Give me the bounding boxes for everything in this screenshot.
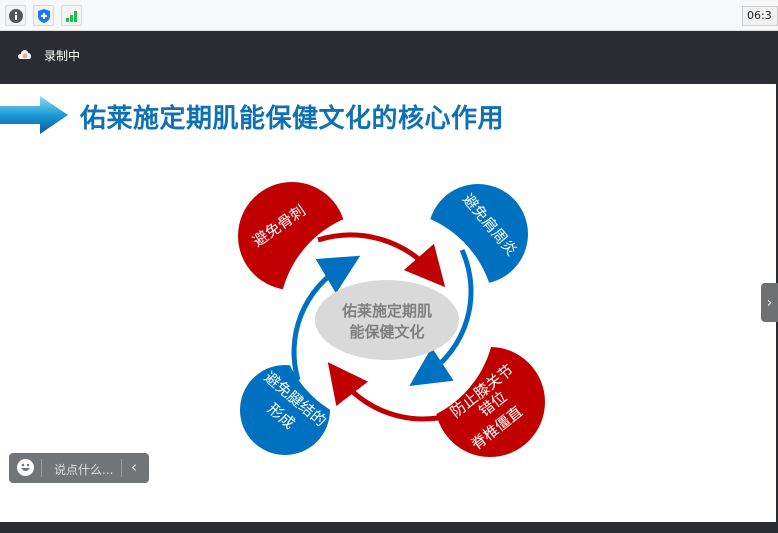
cloud-icon <box>18 50 32 59</box>
chevron-left-icon[interactable]: ‹ <box>131 458 137 476</box>
chat-input[interactable]: 说点什么... <box>54 463 114 477</box>
recording-bar: 录制中 <box>0 31 778 84</box>
info-icon[interactable] <box>5 5 26 26</box>
side-panel-toggle[interactable]: › <box>761 283 778 322</box>
center-text-line2: 能保健文化 <box>349 323 424 341</box>
slide-title: 佑莱施定期肌能保健文化的核心作用 <box>80 104 505 134</box>
signal-icon[interactable] <box>61 5 82 26</box>
arrow-red-bottom <box>327 362 472 422</box>
chevron-right-icon: › <box>766 294 773 311</box>
divider <box>41 459 42 477</box>
arrow-blue-left <box>291 255 361 381</box>
arrow-icon <box>0 96 68 134</box>
center-text-line1: 佑莱施定期肌 <box>341 302 432 320</box>
shield-icon[interactable] <box>33 5 54 26</box>
arrow-red-top <box>317 232 446 288</box>
divider <box>121 459 122 477</box>
recording-label: 录制中 <box>44 49 81 63</box>
top-toolbar: 06:3 <box>0 0 778 31</box>
smiley-icon[interactable] <box>17 459 34 476</box>
center-ellipse <box>315 280 459 360</box>
bottom-bar <box>0 522 778 533</box>
arrow-blue-right <box>409 248 474 387</box>
chat-input-bar[interactable]: 说点什么... ‹ <box>9 453 149 483</box>
